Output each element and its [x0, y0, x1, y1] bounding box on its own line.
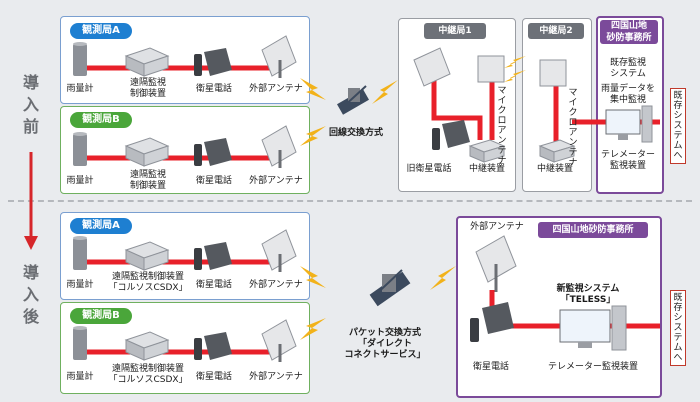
before-office-title-2: 砂防事務所	[600, 32, 658, 44]
before-b-rain-gauge: 雨量計	[66, 176, 94, 186]
after-b-antenna: 外部アンテナ	[249, 372, 303, 382]
after-office-device: テレメーター監視装置	[547, 362, 638, 372]
phase-after: 導入後	[22, 263, 39, 326]
before-b-sat-phone: 衛星電話	[195, 176, 232, 186]
before-satellite-label: 回線交換方式	[328, 128, 383, 138]
signal-relay-2	[504, 70, 526, 82]
relay1-link	[431, 80, 483, 140]
after-office-antenna: 外部アンテナ	[470, 222, 524, 232]
after-a-antenna: 外部アンテナ	[249, 280, 303, 290]
before-a-controller-2: 制御装置	[129, 89, 166, 99]
relay1-old-phone: 旧衛星電話	[406, 164, 452, 174]
relay1-device: 中継装置	[468, 164, 505, 174]
signal-after-up	[430, 266, 456, 290]
relay-device-icons	[468, 139, 576, 163]
relay1-micro-antenna: マイクロアンテナ	[497, 86, 507, 166]
signal-before-b	[300, 126, 326, 146]
after-satellite-label-1: パケット交換方式	[348, 328, 421, 338]
after-office-system-1: 新監視システム	[556, 284, 620, 294]
before-a-antenna: 外部アンテナ	[249, 84, 303, 94]
phase-before: 導入前	[22, 73, 39, 136]
relay2-micro-antenna: マイクロアンテナ	[568, 88, 578, 168]
after-office-title: 四国山地砂防事務所	[538, 222, 648, 238]
phase-divider	[8, 200, 692, 202]
after-office-system-2: 「TELESS」	[560, 295, 616, 305]
rain-gauge-icons	[73, 42, 87, 360]
before-office-panel	[596, 16, 664, 194]
before-office-device-2: 監視装置	[609, 161, 646, 171]
relay2-device: 中継装置	[536, 164, 573, 174]
after-a-controller-2: 「コルソスCSDX」	[108, 283, 188, 293]
before-a-controller-1: 遠隔監視	[129, 78, 166, 88]
signal-before-a	[300, 78, 326, 100]
after-station-b-label: 観測局B	[70, 308, 132, 324]
before-office-system-1: 既存監視	[609, 58, 646, 68]
before-station-b-label: 観測局B	[70, 112, 132, 128]
after-a-controller-1: 遠隔監視制御装置	[111, 272, 184, 282]
signal-after-b	[300, 318, 326, 340]
after-satellite-label-3: コネクトサービス」	[344, 350, 426, 360]
relay1-title: 中継局1	[424, 23, 486, 39]
after-b-controller-1: 遠隔監視制御装置	[111, 364, 184, 374]
before-office-title-1: 四国山地	[600, 20, 658, 32]
after-b-sat-phone: 衛星電話	[195, 372, 232, 382]
antenna-icons	[261, 35, 567, 362]
after-office-sat-phone: 衛星電話	[472, 362, 509, 372]
signal-after-a	[300, 266, 326, 288]
wireless-signals	[300, 56, 526, 340]
after-satellite-label-2: 「ダイレクト	[357, 339, 412, 349]
before-office-collect-2: 集中監視	[609, 95, 646, 105]
signal-relay-1	[504, 56, 526, 68]
before-existing-system: 既存システムへ	[670, 88, 686, 164]
signal-before-up	[372, 80, 398, 104]
after-b-rain-gauge: 雨量計	[66, 372, 94, 382]
before-b-controller-2: 制御装置	[129, 181, 166, 191]
before-a-rain-gauge: 雨量計	[66, 84, 94, 94]
before-office-system-2: システム	[610, 69, 646, 79]
before-a-sat-phone: 衛星電話	[195, 84, 232, 94]
monitor-icons	[559, 105, 653, 351]
after-a-rain-gauge: 雨量計	[66, 280, 94, 290]
satellite-icons	[337, 85, 411, 307]
after-existing-system: 既存システムへ	[670, 290, 686, 366]
before-office-collect-1: 雨量データを	[600, 84, 655, 94]
relay1-panel	[398, 18, 516, 192]
before-station-a-label: 観測局A	[70, 23, 132, 39]
after-station-a-label: 観測局A	[70, 218, 132, 234]
phase-arrow-head	[24, 236, 38, 250]
sat-phone-icons	[194, 48, 514, 360]
after-a-sat-phone: 衛星電話	[195, 280, 232, 290]
before-office-device-1: テレメーター	[600, 150, 655, 160]
controller-icons	[124, 47, 170, 361]
before-b-antenna: 外部アンテナ	[249, 176, 303, 186]
after-b-controller-2: 「コルソスCSDX」	[108, 375, 188, 385]
relay2-title: 中継局2	[528, 23, 584, 39]
before-b-controller-1: 遠隔監視	[129, 170, 166, 180]
